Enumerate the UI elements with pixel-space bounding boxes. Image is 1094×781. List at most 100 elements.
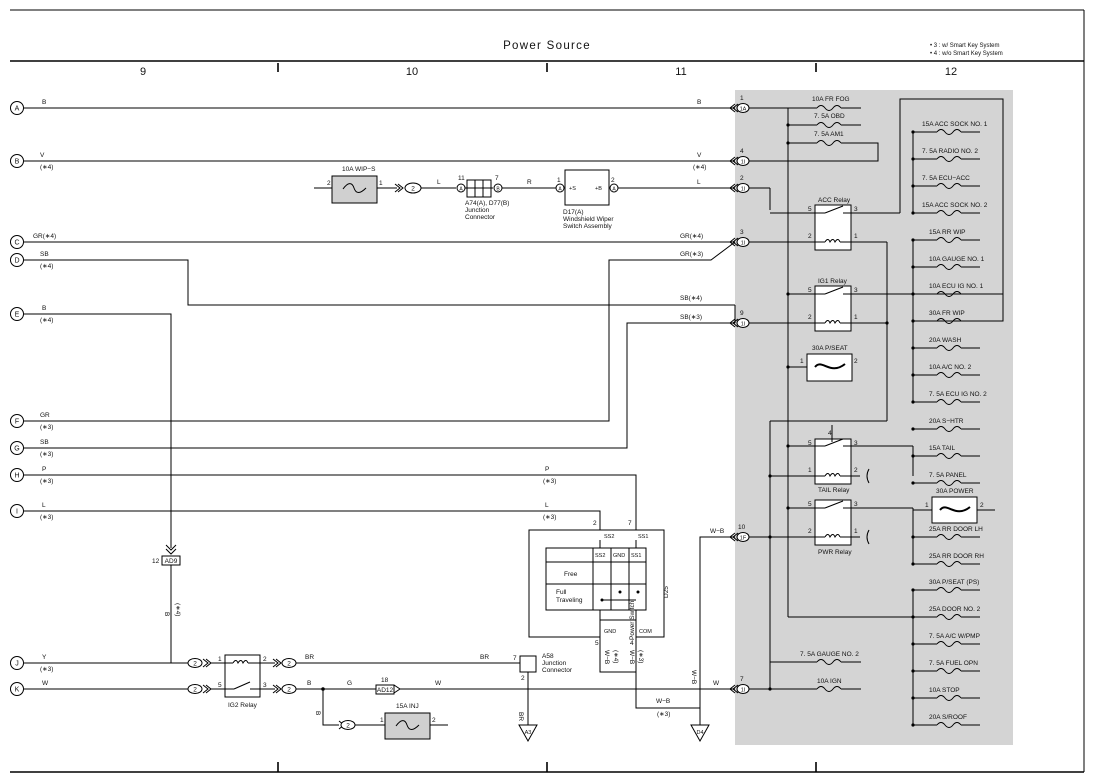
- fuse-symbol: [936, 318, 962, 324]
- svg-text:B: B: [314, 711, 321, 715]
- junction-dot: [911, 211, 915, 215]
- svg-text:G: G: [14, 446, 19, 453]
- svg-text:L: L: [697, 179, 701, 186]
- fuse-label: 7. 5A RADIO NO. 2: [922, 148, 978, 155]
- svg-text:GR(∗3): GR(∗3): [680, 251, 703, 258]
- svg-text:3: 3: [854, 287, 858, 294]
- svg-text:(∗3): (∗3): [40, 424, 53, 431]
- fuse-label: 30A POWER: [936, 488, 974, 495]
- column-label: 12: [945, 66, 957, 78]
- junction-dot: [911, 400, 915, 404]
- fuse-label: 15A RR WIP: [929, 229, 965, 236]
- wire-j: Y (∗3) 2: [24, 654, 225, 673]
- svg-text:GR: GR: [40, 412, 50, 419]
- svg-text:A3: A3: [525, 730, 532, 736]
- box-connector-1i-2: 1I 2: [729, 175, 750, 193]
- svg-text:1: 1: [218, 656, 222, 663]
- junction-dot: [911, 130, 915, 134]
- svg-text:10A IGN: 10A IGN: [817, 678, 842, 685]
- svg-text:Windshield Wiper: Windshield Wiper: [563, 216, 614, 223]
- svg-text:BR: BR: [305, 654, 314, 661]
- fuse-symbol: [936, 722, 962, 728]
- fuse-symbol: [936, 614, 962, 620]
- fuse-label: 10A GAUGE NO. 1: [929, 256, 985, 263]
- svg-text:COM: COM: [639, 629, 652, 635]
- svg-text:(∗4): (∗4): [40, 263, 53, 270]
- fuse-label: 25A RR DOOR LH: [929, 526, 983, 533]
- note-smart-key: • 3 : w/ Smart Key System: [930, 43, 999, 49]
- svg-text:A58: A58: [542, 653, 554, 660]
- svg-text:10A WIP−S: 10A WIP−S: [342, 166, 376, 173]
- svg-text:3: 3: [854, 501, 858, 508]
- fuse-label: 20A WASH: [929, 337, 962, 344]
- svg-text:5: 5: [595, 640, 599, 647]
- wire-b: V (∗4) V (∗4): [24, 152, 735, 171]
- svg-text:SS2: SS2: [604, 534, 614, 540]
- fuse-label: 15A ACC SOCK NO. 1: [922, 121, 988, 128]
- svg-text:3: 3: [263, 682, 267, 689]
- fuse-label: 15A TAIL: [929, 445, 956, 452]
- svg-text:2: 2: [287, 687, 291, 694]
- fuse-label: 7. 5A ECU IG NO. 2: [929, 391, 987, 398]
- svg-text:IG2 Relay: IG2 Relay: [228, 702, 258, 709]
- fuse-symbol: [936, 129, 962, 135]
- fuse-symbol: [936, 453, 962, 459]
- fuse-symbol: [936, 345, 962, 351]
- fuse-label: 7. 5A ECU−ACC: [922, 175, 970, 182]
- svg-text:A: A: [15, 106, 20, 113]
- svg-text:GND: GND: [604, 629, 616, 635]
- svg-text:D: D: [14, 258, 19, 265]
- svg-text:(∗3): (∗3): [40, 478, 53, 485]
- svg-text:(∗3): (∗3): [40, 666, 53, 673]
- fuse-label: 20A S−HTR: [929, 418, 964, 425]
- svg-text:1: 1: [854, 233, 858, 240]
- svg-text:A: A: [459, 187, 463, 193]
- svg-text:B: B: [15, 159, 20, 166]
- svg-text:AD12: AD12: [377, 687, 394, 694]
- row-connector-e: E: [10, 307, 24, 321]
- svg-text:H: H: [14, 473, 19, 480]
- column-label: 10: [406, 66, 418, 78]
- svg-text:BR: BR: [517, 712, 524, 721]
- junction-dot: [911, 615, 915, 619]
- junction-dot: [911, 238, 915, 242]
- svg-text:(∗4): (∗4): [174, 603, 181, 616]
- svg-text:4: 4: [630, 640, 634, 647]
- junction-dot: [911, 642, 915, 646]
- svg-text:(∗3): (∗3): [657, 711, 670, 718]
- fuse-symbol: [936, 668, 962, 674]
- wire-d: SB (∗4) SB(∗4): [24, 251, 735, 306]
- svg-text:L: L: [437, 179, 441, 186]
- svg-text:1: 1: [854, 528, 858, 535]
- svg-text:B: B: [42, 99, 46, 106]
- svg-text:7: 7: [740, 676, 744, 683]
- svg-text:B: B: [42, 305, 46, 312]
- svg-text:GR(∗4): GR(∗4): [33, 233, 56, 240]
- right-fuse-list: 15A ACC SOCK NO. 1 7. 5A RADIO NO. 2 7. 5A…: [911, 121, 988, 728]
- row-connector-c: C: [10, 235, 24, 249]
- svg-text:D17(A): D17(A): [563, 209, 584, 216]
- svg-text:E: E: [15, 312, 20, 319]
- junction-dot: [911, 723, 915, 727]
- svg-text:B: B: [307, 680, 311, 687]
- svg-text:SS1: SS1: [638, 534, 648, 540]
- svg-text:3: 3: [854, 206, 858, 213]
- fuse-symbol: [936, 695, 962, 701]
- svg-text:10A FR FOG: 10A FR FOG: [812, 96, 850, 103]
- junction-dot: [911, 427, 915, 431]
- svg-text:7: 7: [495, 175, 499, 182]
- svg-text:1: 1: [854, 314, 858, 321]
- svg-text:A74(A), D77(B): A74(A), D77(B): [465, 200, 509, 207]
- wire-c: GR(∗4) GR(∗4): [24, 233, 735, 243]
- svg-text:2: 2: [287, 661, 291, 668]
- connector-ad9: AD9 12 B (∗4): [152, 544, 181, 663]
- fuse-label: 30A P/SEAT (PS): [929, 579, 979, 586]
- svg-text:C: C: [14, 240, 19, 247]
- fuse-symbol: [936, 237, 962, 243]
- svg-text:SS1: SS1: [631, 553, 641, 559]
- svg-text:4: 4: [828, 430, 832, 437]
- row-connector-j: J: [10, 656, 24, 670]
- wire-j-br: 2 BR BR: [260, 654, 520, 668]
